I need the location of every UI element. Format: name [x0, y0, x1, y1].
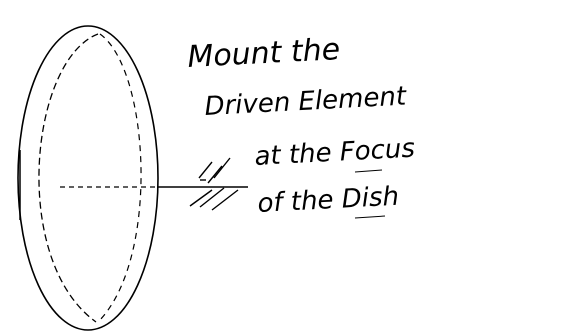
caption-underline-3 [354, 169, 383, 173]
dish-inner-surface [38, 33, 99, 323]
dish-rim [17, 25, 159, 331]
caption-line-2: Driven Element [204, 81, 408, 122]
caption-line-4: of the Dish [257, 182, 400, 219]
caption-underline-4 [354, 215, 386, 219]
dish-back-surface [97, 33, 142, 323]
caption-line-1: Mount the [187, 32, 341, 75]
driven-element [189, 157, 239, 211]
caption-line-3: at the Focus [254, 134, 416, 172]
